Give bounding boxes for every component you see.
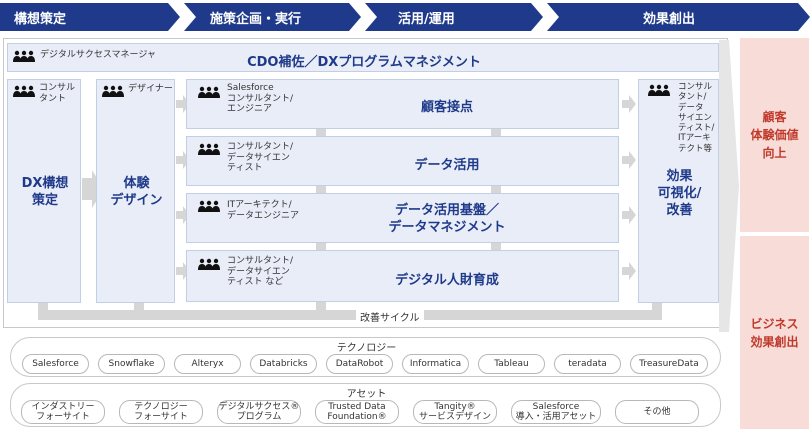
dx-role: コンサル タント [39,83,76,104]
dx-panel: コンサル タント DX構想 策定 [7,79,81,303]
cdo-role: デジタルサクセスマネージャ [40,50,156,60]
row-title: 顧客接点 [420,100,473,115]
tech-item: Databricks [250,354,317,374]
design-role: デザイナー [128,84,173,94]
row-platform: ITアーキテクト/ データエンジニア データ活用基盤／ データマネジメント [186,193,619,243]
tech-item: Informatica [402,354,469,374]
people-icon [198,143,220,155]
row-role: ITアーキテクト/ データエンジニア [227,200,300,221]
phase-chevrons [0,3,810,31]
effect-title: 効果 可視化/ 改善 [657,169,702,218]
asset-group: アセット インダストリー フォーサイト テクノロジー フォーサイト デジタルサク… [10,383,721,427]
outcome-business: ビジネス 効果創出 [740,236,809,429]
asset-item: テクノロジー フォーサイト [119,400,203,424]
tech-item: DataRobot [326,354,393,374]
row-title: デジタル人財育成 [395,273,499,288]
asset-item: Salesforce 導入・活用アセット [511,400,601,424]
effect-role: コンサル タント/ データ サイエン ティスト/ ITアーキ テクト等 [678,82,715,154]
design-title: 体験 デザイン [110,176,163,208]
dx-title: DX構想 策定 [21,176,69,208]
tech-item: Tableau [478,354,545,374]
people-icon [13,85,35,97]
tech-item: TreasureData [630,354,708,374]
asset-title: アセット [346,389,387,400]
people-icon [648,84,670,96]
asset-item: インダストリー フォーサイト [21,400,105,424]
tech-group: テクノロジー Salesforce Snowflake Alteryx Data… [10,337,721,377]
row-role: Salesforce コンサルタント/ エンジニア [227,83,294,114]
cycle-label: 改善サイクル [356,309,424,324]
people-icon [198,200,220,212]
tech-item: Snowflake [98,354,165,374]
design-panel: デザイナー 体験 デザイン [96,79,175,303]
cdo-bar: デジタルサクセスマネージャ CDO補佐／DXプログラムマネジメント [7,43,719,72]
cdo-title: CDO補佐／DXプログラムマネジメント [247,55,481,70]
row-data: コンサルタント/ データサイエン ティスト データ活用 [186,136,619,186]
people-icon [198,258,220,270]
asset-item: Tangity® サービスデザイン [413,400,497,424]
effect-panel: コンサル タント/ データ サイエン ティスト/ ITアーキ テクト等 効果 可… [638,79,719,303]
row-role: コンサルタント/ データサイエン ティスト [227,142,294,173]
tech-title: テクノロジー [336,343,397,354]
outcome-cx: 顧客 体験価値 向上 [740,38,809,232]
row-title: データ活用 [414,158,480,173]
phase-1: 構想策定 [14,11,67,27]
row-role: コンサルタント/ データサイエン ティスト など [227,256,294,287]
asset-item: デジタルサクセス® プログラム [217,400,301,424]
tech-item: Salesforce [22,354,89,374]
phase-3: 活用/運用 [398,11,455,27]
tech-item: teradata [554,354,621,374]
row-customer: Salesforce コンサルタント/ エンジニア 顧客接点 [186,79,619,129]
asset-item: Trusted Data Foundation® [315,400,399,424]
phase-2: 施策企画・実行 [210,11,302,27]
phase-4: 効果創出 [643,11,696,27]
people-icon [13,50,35,62]
row-talent: コンサルタント/ データサイエン ティスト など デジタル人財育成 [186,250,619,302]
tech-item: Alteryx [174,354,241,374]
people-icon [198,86,220,98]
row-title: データ活用基盤／ データマネジメント [388,203,506,235]
asset-item: その他 [615,400,699,424]
people-icon [102,85,124,97]
